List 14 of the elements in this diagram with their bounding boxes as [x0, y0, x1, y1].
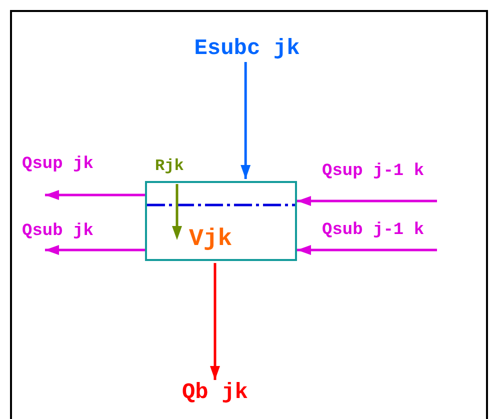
flux-label: Esubc jk — [194, 38, 300, 60]
volume-label: Vjk — [189, 228, 232, 252]
flow-arrow — [45, 190, 145, 200]
flow-label: Qsub j-1 k — [322, 222, 424, 239]
flux-label: Qb jk — [182, 382, 248, 404]
flow-arrow — [210, 263, 220, 380]
flow-label: Qsub jk — [22, 223, 94, 240]
flow-arrow — [297, 196, 437, 206]
flow-label: Qsup j-1 k — [322, 163, 424, 180]
flow-label: Qsup jk — [22, 156, 94, 173]
flow-arrow — [45, 245, 145, 255]
storage-box — [145, 181, 297, 261]
flow-arrow — [297, 245, 437, 255]
flow-arrow — [240, 62, 251, 179]
